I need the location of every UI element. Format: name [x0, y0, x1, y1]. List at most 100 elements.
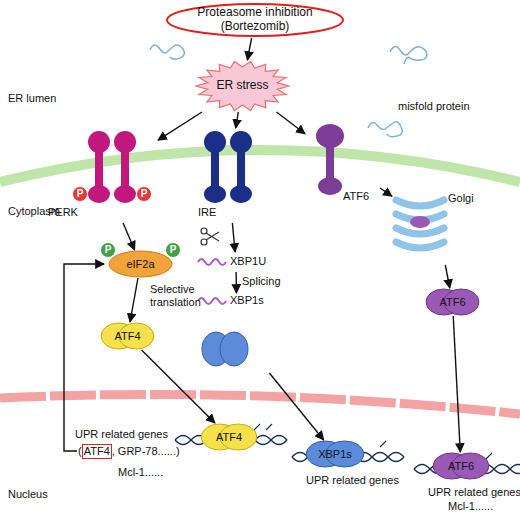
flow-arrow — [247, 38, 251, 60]
atf6-fragment: ATF6 — [432, 452, 490, 480]
node-text: ATF6 — [425, 288, 480, 316]
perk-receptor: PERKPP — [48, 128, 158, 223]
node-text: XBP1U — [230, 255, 266, 268]
node-text: P — [165, 242, 181, 258]
node-text: Proteasome inhibition (Bortezomib) — [165, 2, 345, 38]
misfold-protein — [390, 46, 427, 64]
node-text: P — [72, 186, 88, 202]
region-label: Mcl-1...... — [448, 500, 493, 513]
receptor-domain — [204, 185, 226, 203]
flow-arrow — [236, 112, 239, 128]
gene-list-row: (ATF4, GRP-78......) — [78, 444, 180, 459]
golgi-cisterna — [396, 228, 444, 234]
receptor-stem — [121, 148, 129, 190]
golgi-stack: Golgi — [392, 190, 484, 265]
atf6-fragment: ATF6 — [425, 288, 480, 316]
receptor-domain — [114, 131, 136, 153]
receptor-stem — [326, 144, 334, 182]
receptor-stem — [237, 148, 245, 190]
eif2a-ellipse: eIF2aPP — [108, 250, 173, 278]
region-label: Mcl-1...... — [118, 466, 163, 479]
region-label: Nucleus — [8, 488, 48, 501]
receptor-domain — [204, 131, 226, 153]
node-text: ER stress — [195, 60, 290, 112]
edge-label: Selective translation — [150, 283, 208, 308]
phospho-circle: P — [72, 186, 88, 202]
node-text: ATF6 — [432, 452, 490, 480]
misfold-protein — [150, 45, 184, 59]
receptor-domain — [88, 185, 110, 203]
region-label: Cytoplasm — [8, 205, 60, 218]
region-label: UPR related genes — [75, 428, 168, 441]
phospho-circle: P — [100, 242, 116, 258]
node-text: P — [136, 186, 152, 202]
edge-label: Splicing — [242, 275, 302, 288]
protein-subunit — [220, 332, 248, 366]
flow-arrow — [445, 265, 449, 288]
flow-arrow — [269, 373, 323, 440]
phospho-dot — [101, 243, 116, 258]
node-text: IRE — [198, 206, 216, 219]
receptor-domain — [230, 131, 252, 153]
er-membrane — [0, 150, 520, 182]
golgi-cisterna — [396, 242, 444, 248]
receptor-domain — [88, 131, 110, 153]
misfold-protein — [368, 122, 402, 137]
phospho-dot — [137, 187, 152, 202]
atf6-in-golgi — [410, 216, 430, 228]
flow-arrow — [142, 350, 215, 423]
region-label: UPR related genes — [306, 474, 399, 487]
flow-arrow — [235, 272, 237, 293]
flow-arrow — [158, 112, 202, 140]
node-text: ATF6 — [343, 190, 369, 203]
mrna-strand — [198, 298, 226, 304]
node-text: ATF4 — [100, 322, 155, 350]
flow-arrow — [232, 223, 235, 252]
ellipse-shape — [109, 251, 172, 277]
xbp1s-mrna: XBP1s — [196, 293, 278, 373]
nuclear-membrane — [0, 394, 520, 414]
phospho-dot — [166, 243, 181, 258]
node-text: XBP1s — [230, 294, 264, 307]
ire-receptor: IRE — [198, 128, 258, 223]
feedback-line — [64, 264, 104, 451]
node-text: Golgi — [448, 192, 474, 205]
gene-text: ATF4 — [82, 444, 112, 459]
region-label: misfold protein — [398, 100, 470, 113]
stress-burst: ER stress — [195, 60, 290, 112]
xbp1s-protein: XBP1s — [305, 440, 365, 468]
node-text: P — [100, 242, 116, 258]
stimulus-oval: Proteasome inhibition (Bortezomib) — [165, 2, 345, 38]
gene-text: , GRP-78......) — [112, 445, 180, 458]
region-label: ER lumen — [8, 92, 56, 105]
phospho-circle: P — [165, 242, 181, 258]
receptor-domain — [318, 177, 342, 195]
flow-arrow — [453, 316, 460, 452]
flow-arrow — [380, 188, 392, 196]
receptor-domain — [316, 124, 344, 148]
region-label: UPR related genes — [428, 486, 520, 499]
atf4-protein: ATF4 — [200, 423, 258, 451]
receptor-stem — [211, 148, 219, 190]
flow-arrow — [123, 223, 134, 250]
node-text: eIF2a — [108, 250, 173, 278]
golgi-cisterna — [396, 200, 444, 206]
node-text: XBP1s — [305, 440, 365, 468]
receptor-stem — [95, 148, 103, 190]
mrna-strand — [198, 259, 226, 265]
receptor-domain — [114, 185, 136, 203]
atf4-protein: ATF4 — [100, 322, 155, 350]
atf6-receptor: ATF6 — [305, 120, 380, 205]
flow-arrow — [276, 112, 305, 134]
phospho-dot — [73, 187, 88, 202]
node-text: ATF4 — [200, 423, 258, 451]
xbp1u-mrna: XBP1U — [196, 252, 276, 272]
scissors-symbol — [201, 228, 219, 245]
receptor-domain — [230, 185, 252, 203]
flow-arrow — [130, 278, 138, 322]
phospho-circle: P — [136, 186, 152, 202]
scissors-blade — [206, 232, 219, 241]
